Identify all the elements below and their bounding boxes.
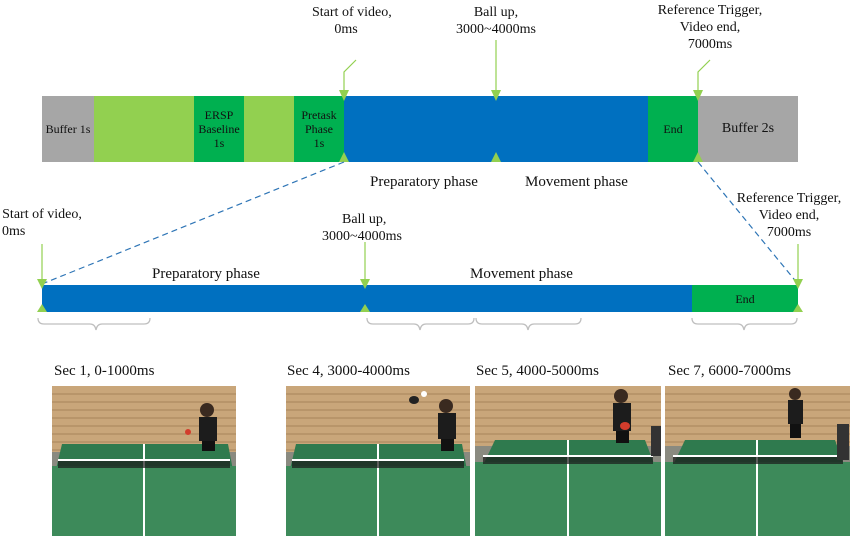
top-ball-label: Ball up, 3000~4000ms <box>446 4 546 38</box>
top-ersp-line1: ERSP <box>204 108 234 122</box>
top-seg-buffer1-label: Buffer 1s <box>45 122 91 136</box>
photo-sec4-scene <box>286 386 470 536</box>
top-seg-ersp-baseline: ERSP Baseline 1s <box>194 96 244 162</box>
brace-sec7 <box>691 317 798 331</box>
top-ball-arrowhead <box>491 90 501 101</box>
top-seg-lightgreen-2 <box>244 96 294 162</box>
bottom-movement-label: Movement phase <box>470 266 573 282</box>
top-ref-line1: Reference Trigger, <box>657 3 763 18</box>
sec4-label: Sec 4, 3000-4000ms <box>287 363 410 379</box>
top-seg-blue <box>344 96 648 162</box>
top-ball-line2: 3000~4000ms <box>456 22 536 37</box>
bottom-ball-arrowhead <box>360 279 370 289</box>
bottom-start-label: Start of video, 0ms <box>0 206 84 240</box>
top-ref-line3: 7000ms <box>687 37 733 52</box>
bottom-start-arrowhead <box>37 279 47 289</box>
bottom-start-line2: 0ms <box>2 224 26 239</box>
top-start-line2: 0ms <box>334 22 358 37</box>
bottom-preparatory-label: Preparatory phase <box>152 266 260 282</box>
top-seg-pretask: Pretask Phase 1s <box>294 96 344 162</box>
top-movement-label: Movement phase <box>525 174 628 190</box>
photo-sec1-scene <box>52 386 236 536</box>
top-start-arrowhead <box>339 90 349 101</box>
top-ref-label: Reference Trigger, Video end, 7000ms <box>648 2 772 53</box>
bottom-ref-line2: Video end, <box>758 208 820 223</box>
top-ref-arrowhead <box>693 90 703 101</box>
top-pretask-line3: 1s <box>313 136 325 150</box>
top-notch-ball <box>491 152 501 162</box>
top-preparatory-label: Preparatory phase <box>370 174 478 190</box>
top-start-label: Start of video, 0ms <box>312 4 392 38</box>
bottom-ref-label: Reference Trigger, Video end, 7000ms <box>728 190 850 241</box>
top-seg-buffer2-label: Buffer 2s <box>721 121 775 136</box>
top-ref-line2: Video end, <box>679 20 741 35</box>
zoom-line-left <box>41 161 345 285</box>
sec1-label: Sec 1, 0-1000ms <box>54 363 155 379</box>
bottom-seg-end-label: End <box>735 291 755 306</box>
top-ref-arrow <box>697 59 711 96</box>
top-seg-end: End <box>648 96 698 162</box>
brace-sec4 <box>366 317 475 331</box>
sec5-label: Sec 5, 4000-5000ms <box>476 363 599 379</box>
bottom-notch-ball <box>360 304 370 312</box>
bottom-notch-start <box>37 304 47 312</box>
top-start-arrow <box>343 59 357 96</box>
photo-sec5 <box>475 386 661 536</box>
top-notch-start <box>339 152 349 162</box>
bottom-ball-line1: Ball up, <box>342 212 387 227</box>
brace-sec1 <box>37 317 151 331</box>
top-start-line1: Start of video, <box>312 5 392 20</box>
bottom-notch-ref <box>793 304 803 312</box>
top-pretask-line2: Phase <box>304 122 333 136</box>
top-seg-lightgreen-1 <box>94 96 194 162</box>
bottom-ball-line2: 3000~4000ms <box>322 229 402 244</box>
photo-sec5-scene <box>475 386 661 536</box>
bottom-ref-line1: Reference Trigger, <box>736 191 842 206</box>
top-ersp-line3: 1s <box>213 136 225 150</box>
bottom-seg-end: End <box>692 285 798 312</box>
brace-sec5 <box>475 317 582 331</box>
zoom-line-right <box>697 161 799 285</box>
bottom-start-line1: Start of video, <box>2 207 82 222</box>
top-ball-line1: Ball up, <box>473 5 519 20</box>
photo-sec4 <box>286 386 470 536</box>
top-pretask-line1: Pretask <box>301 108 337 122</box>
bottom-ref-line3: 7000ms <box>766 225 812 240</box>
top-notch-ref <box>693 152 703 162</box>
photo-sec7-scene <box>665 386 850 536</box>
top-seg-buffer2: Buffer 2s <box>698 96 798 162</box>
photo-sec1 <box>52 386 236 536</box>
bottom-ref-arrowhead <box>793 279 803 289</box>
top-ersp-line2: Baseline <box>198 122 240 136</box>
top-seg-buffer1: Buffer 1s <box>42 96 94 162</box>
top-seg-end-label: End <box>663 122 683 136</box>
photo-sec7 <box>665 386 850 536</box>
sec7-label: Sec 7, 6000-7000ms <box>668 363 791 379</box>
bottom-ball-label: Ball up, 3000~4000ms <box>312 211 412 245</box>
